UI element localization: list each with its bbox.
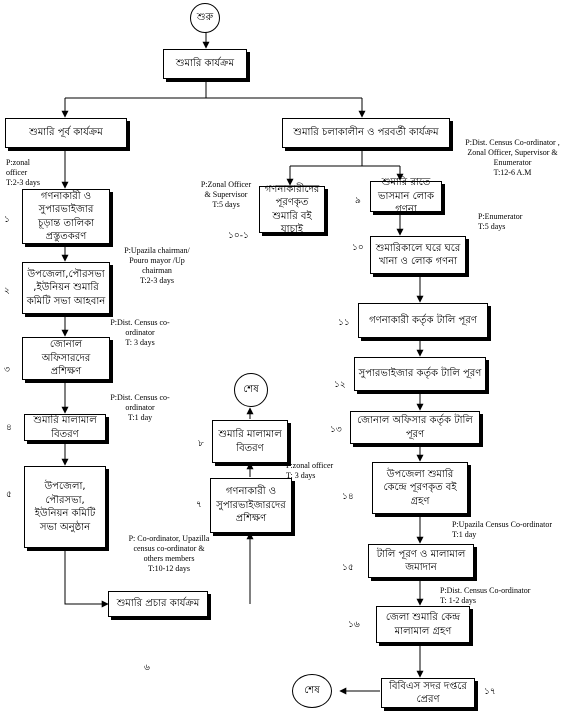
- box-census-activities: শুমারি কার্যক্রম: [163, 49, 247, 79]
- box-during-census: শুমারি চলাকালীন ও পরবর্তী কার্যক্রম: [282, 118, 450, 148]
- box-step-7: গণনাকারী ও সুপারভাইজারদের প্রশিক্ষণ: [210, 478, 292, 533]
- step-number-9-1: ১০-১: [228, 231, 249, 241]
- box-step-4: শুমারি মালামাল বিতরণ: [24, 414, 106, 441]
- step-number-10: ১০: [352, 243, 364, 253]
- box-step-1: গণনাকারী ও সুপারভাইজার চূড়ান্ত তালিকা প…: [22, 189, 110, 244]
- box-step-9: শুমারি রাতে ভাসমান লোক গণনা: [370, 177, 442, 215]
- note-during-census: P:Dist. Census Co-ordinator ,Zonal Offic…: [465, 138, 560, 177]
- step-number-7: ৭: [196, 500, 202, 510]
- step-number-2: ২: [4, 286, 10, 296]
- step-number-12: ১২: [334, 380, 346, 390]
- step-number-11: ১১: [338, 318, 350, 328]
- box-step-15: টালি পূরণ ও মালামাল জমাদান: [368, 544, 474, 578]
- box-step-16: জেলা শুমারি কেন্দ্র মালামাল গ্রহণ: [376, 606, 470, 643]
- box-step-17: বিবিএস সদর দপ্তরে প্রেরণ: [381, 678, 475, 708]
- box-step-14: উপজেলা শুমারি কেন্দ্রে পূরণকৃত বই গ্রহণ: [372, 462, 468, 514]
- step-number-8: ৮: [198, 439, 204, 449]
- step-number-6: ৬: [144, 663, 150, 673]
- box-step-11: গণনাকারী কর্তৃক টালি পূরণ: [358, 303, 488, 338]
- box-step-12: সুপারভাইজার কর্তৃক টালি পূরণ: [354, 357, 486, 391]
- step-number-5: ৫: [6, 490, 12, 500]
- step-number-15: ১৫: [342, 563, 354, 573]
- step-number-17: ১৭: [484, 687, 496, 697]
- end-terminal-bottom: শেষ: [292, 674, 332, 708]
- box-pre-census: শুমারি পূর্ব কার্যক্রম: [5, 118, 127, 148]
- start-terminal: শুরু: [190, 3, 220, 33]
- end-terminal-left: শেষ: [234, 373, 268, 407]
- arrow-s5-s6: [64, 548, 109, 608]
- step-number-13: ১৩: [330, 425, 342, 435]
- step-number-4: ৪: [6, 423, 12, 433]
- step-number-1: ১: [4, 215, 10, 225]
- box-step-2: উপজেলা,পৌরসভা ,ইউনিয়ন শুমারি কমিটি সভা …: [22, 262, 110, 314]
- box-step-10: শুমারিকালে ঘরে ঘরে খানা ও লোক গণনা: [370, 236, 466, 274]
- box-step-6: শুমারি প্রচার কার্যক্রম: [108, 591, 208, 617]
- step-number-9: ৯: [355, 196, 361, 206]
- box-step-5: উপজেলা, পৌরসভা, ইউনিয়ন কমিটি সভা অনুষ্ঠ…: [24, 466, 106, 548]
- step-number-16: ১৬: [348, 620, 360, 630]
- box-step-9-1: গণনাকারীদের পূরণকৃত শুমারি বই যাচাই: [259, 184, 325, 235]
- box-step-13: জোনাল অফিসার কর্তৃক টালি পূরণ: [350, 411, 480, 444]
- step-number-3: ৩: [4, 365, 10, 375]
- step-number-14: ১৪: [342, 492, 354, 502]
- box-step-8: শুমারি মালামাল বিতরণ: [212, 420, 288, 463]
- box-step-3: জোনাল অফিসারদের প্রশিক্ষণ: [22, 337, 110, 380]
